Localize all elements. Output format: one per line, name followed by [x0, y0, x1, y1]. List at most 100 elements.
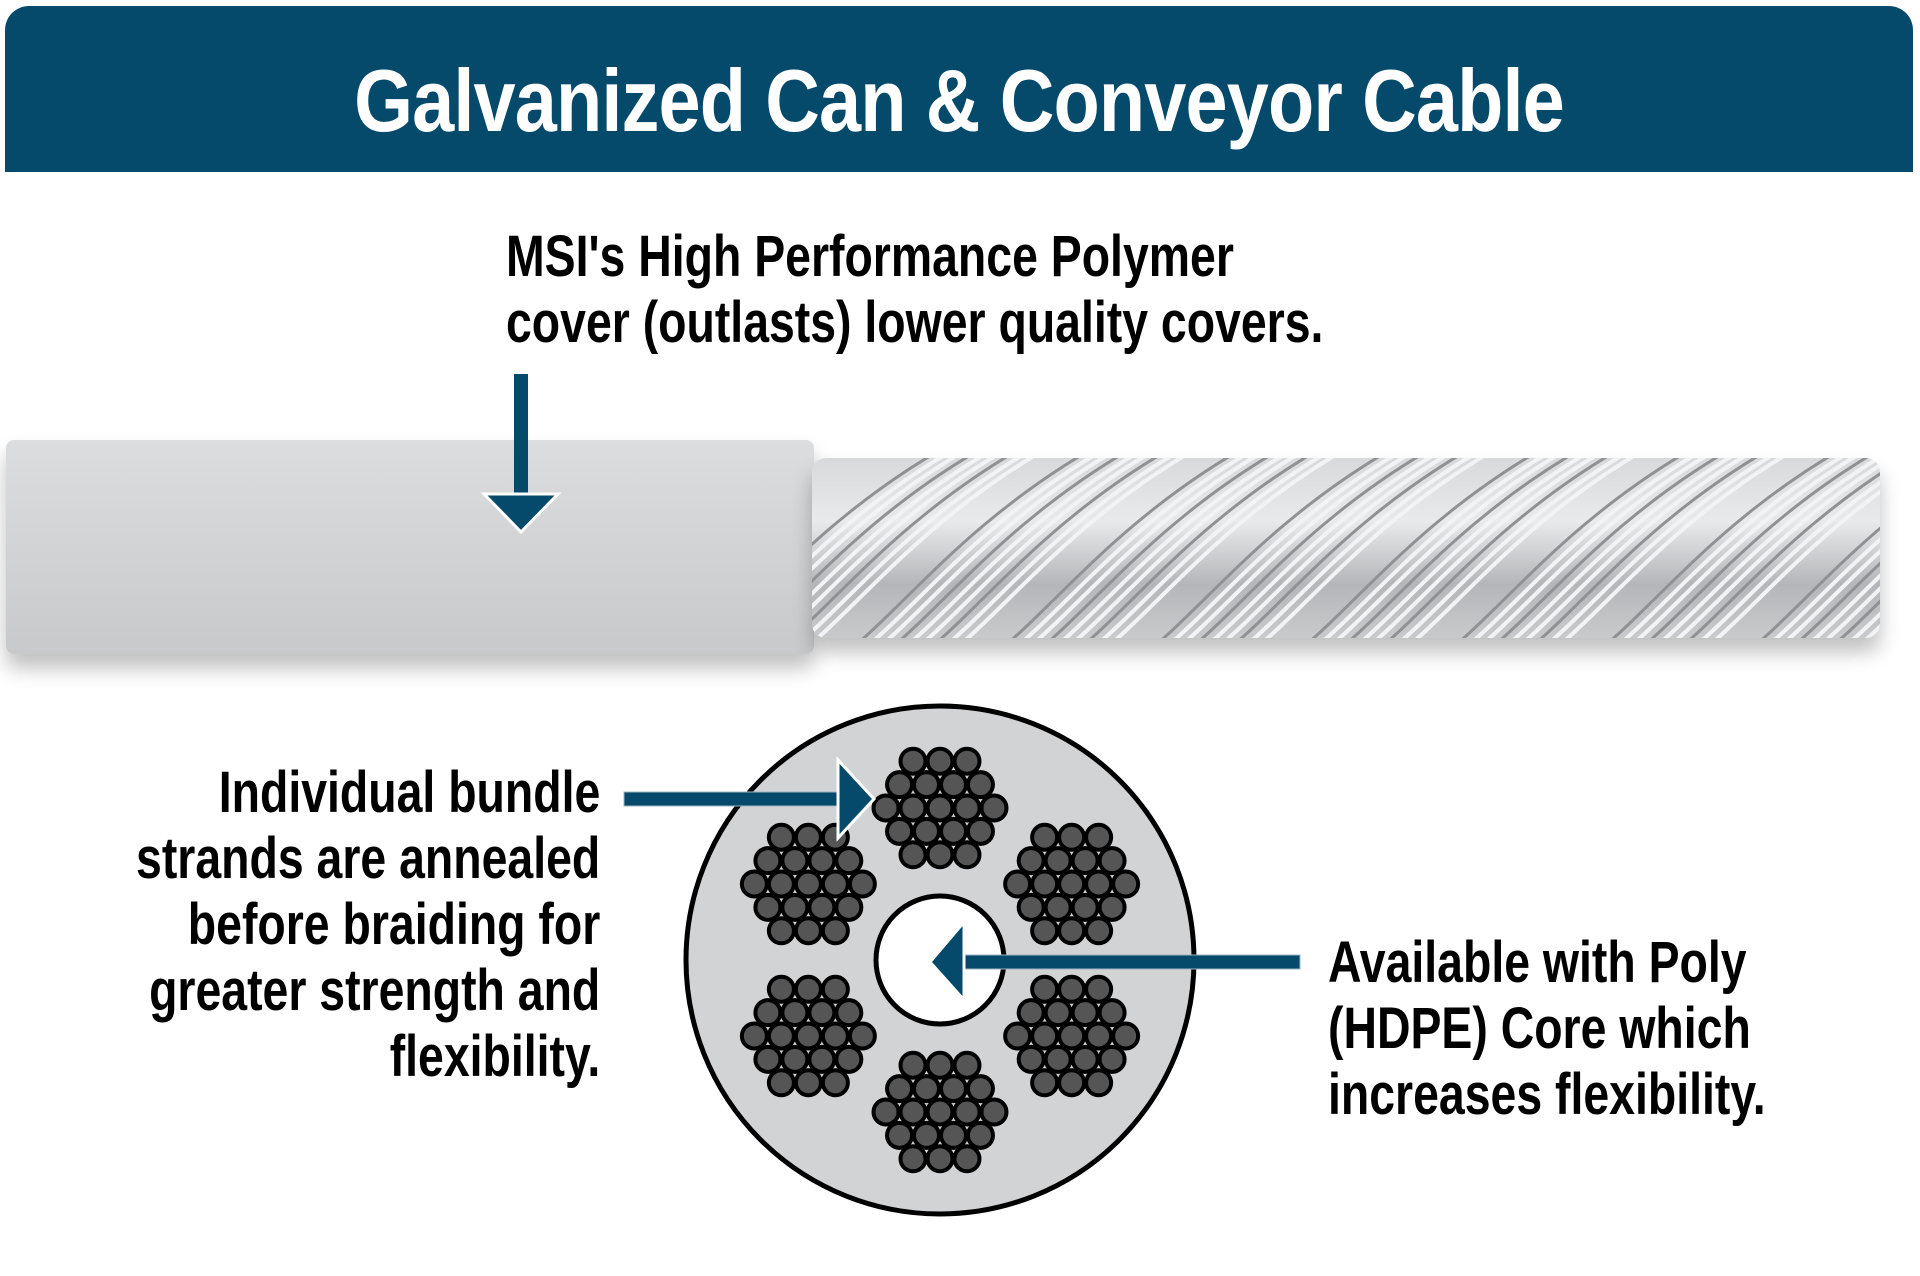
callout-line: flexibility.: [389, 1024, 600, 1089]
wire-twist: [1702, 458, 1880, 638]
wire-strand: [1043, 1044, 1073, 1074]
wire-strand: [1084, 822, 1114, 852]
callout-hdpe-core: Available with Poly (HDPE) Core which in…: [1328, 930, 1766, 1128]
wire-strand: [1084, 1068, 1114, 1098]
wire-strand: [1097, 998, 1127, 1028]
wire-strand: [1111, 1021, 1141, 1051]
callout-line: Individual bundle: [218, 760, 600, 825]
wire-twist: [1500, 458, 1744, 638]
wire-strand: [753, 998, 783, 1028]
wire-strand: [1070, 892, 1100, 922]
wire-twist: [1063, 458, 1307, 638]
wire-strand: [793, 1021, 823, 1051]
wire-strand: [912, 1074, 941, 1104]
wire-strand: [939, 770, 968, 800]
wire-twist: [1050, 458, 1294, 638]
arrow-down-icon: [480, 374, 562, 535]
wire-strand: [1097, 1044, 1127, 1074]
wire-strand: [1057, 974, 1087, 1004]
wire-strand: [1057, 1021, 1087, 1051]
wire-strand: [939, 1074, 968, 1104]
wire-twist: [913, 458, 1157, 638]
wire-strand: [952, 1097, 982, 1127]
strand-bundle: [739, 974, 877, 1098]
wire-strand: [793, 916, 823, 946]
polymer-cover: [6, 440, 814, 654]
wire-strand: [965, 1120, 995, 1150]
wire-twist: [1774, 458, 1880, 638]
wire-strand: [1030, 822, 1060, 852]
strand-bundle: [739, 822, 877, 946]
wire-strand: [898, 1050, 928, 1080]
wire-strand: [1057, 869, 1087, 899]
wire-strand: [912, 816, 941, 846]
wire-twist: [1311, 458, 1555, 638]
wire-strand: [847, 869, 877, 899]
wire-strand: [1030, 869, 1060, 899]
wire-strand: [753, 1044, 783, 1074]
wire-strand: [753, 892, 783, 922]
wire-twist: [1402, 458, 1646, 638]
wire-twist: [939, 458, 1183, 638]
wire-twist: [1488, 458, 1730, 638]
wire-strand: [1016, 1044, 1046, 1074]
wire-strand: [820, 974, 850, 1004]
wire-twist: [1338, 458, 1580, 638]
page-title: Galvanized Can & Conveyor Cable: [354, 51, 1565, 150]
wire-strand: [965, 770, 995, 800]
wire-twist: [1024, 458, 1268, 638]
wire-twist: [1038, 458, 1280, 638]
wire-twist: [1599, 458, 1841, 638]
wire-strand: [952, 746, 982, 776]
wire-twist: [1252, 458, 1496, 638]
callout-line: strands are annealed: [135, 826, 600, 891]
wire-strand: [1084, 869, 1114, 899]
callout-polymer-cover: MSI's High Performance Polymer cover (ou…: [506, 224, 1323, 356]
wire-twist: [1800, 458, 1880, 638]
wire-strand: [925, 746, 955, 776]
callout-line: Available with Poly: [1328, 930, 1747, 995]
wire-twist: [1852, 458, 1880, 638]
wire-strand: [1016, 846, 1046, 876]
wire-strand: [939, 816, 968, 846]
wire-twist: [1611, 458, 1855, 638]
wire-strand: [952, 793, 982, 823]
wire-twist: [874, 458, 1118, 638]
wire-twist: [1539, 458, 1783, 638]
wire-strand: [807, 892, 837, 922]
wire-twist: [1527, 458, 1769, 638]
wire-twist: [1213, 458, 1457, 638]
wire-strand: [979, 793, 1009, 823]
wire-strand: [834, 1044, 864, 1074]
wire-strand: [1097, 846, 1127, 876]
wire-strand: [1057, 822, 1087, 852]
strand-bundles: [739, 746, 1141, 1174]
wire-twist: [900, 458, 1144, 638]
wire-strand: [766, 1021, 796, 1051]
wire-strand: [820, 1021, 850, 1051]
wire-twist: [812, 458, 968, 638]
wire-twist: [1161, 458, 1405, 638]
wire-strand: [1016, 892, 1046, 922]
wire-strand: [925, 1050, 955, 1080]
wire-strand: [898, 840, 928, 870]
wire-twist: [1011, 458, 1255, 638]
wire-strand: [1003, 1021, 1033, 1051]
wire-twist: [1677, 458, 1880, 638]
wire-strand: [1084, 1021, 1114, 1051]
callout-annealed-strands: Individual bundle strands are annealed b…: [136, 760, 600, 1090]
wire-strand: [780, 1044, 810, 1074]
wire-strand: [780, 998, 810, 1028]
wire-twist: [1552, 458, 1796, 638]
wire-twist: [1174, 458, 1418, 638]
wire-strand: [766, 869, 796, 899]
wire-strand: [1043, 892, 1073, 922]
wire-twist: [849, 458, 1091, 638]
wire-strand: [780, 892, 810, 922]
strand-bundle: [871, 746, 1009, 870]
wire-twist: [812, 458, 994, 638]
wire-strand: [898, 1097, 928, 1127]
wire-twist: [1188, 458, 1430, 638]
wire-strand: [1030, 916, 1060, 946]
